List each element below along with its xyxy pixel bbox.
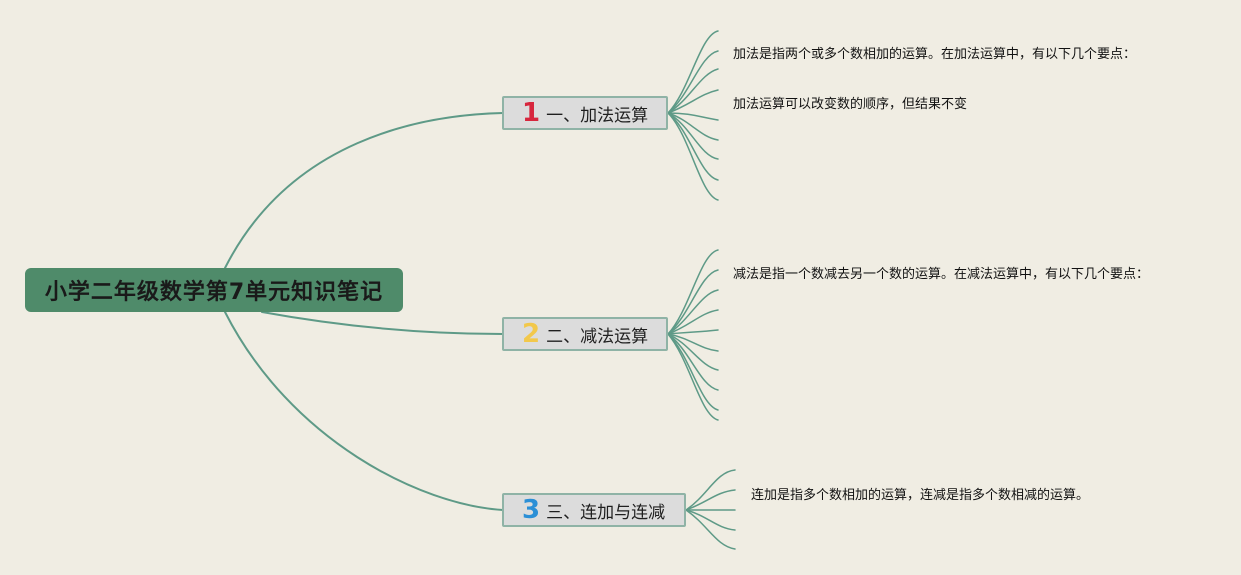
- topic-addition[interactable]: 1 一、加法运算: [502, 96, 668, 130]
- topic-number-1: 1: [522, 98, 541, 128]
- root-topic[interactable]: 小学二年级数学第7单元知识笔记: [25, 268, 403, 312]
- topic-label: 二、减法运算: [546, 326, 649, 347]
- topic-number-2: 2: [522, 319, 541, 349]
- leaf-addition-commutative[interactable]: 加法运算可以改变数的顺序，但结果不变: [733, 97, 968, 112]
- topic-mixed[interactable]: 3 三、连加与连减: [502, 493, 686, 527]
- topic-subtraction[interactable]: 2 二、减法运算: [502, 317, 668, 351]
- root-title: 小学二年级数学第7单元知识笔记: [44, 280, 384, 305]
- leaf-subtraction-definition[interactable]: 减法是指一个数减去另一个数的运算。在减法运算中，有以下几个要点：: [733, 267, 1150, 282]
- connector-root-topic-3: [224, 311, 504, 511]
- topic-label: 一、加法运算: [546, 105, 649, 126]
- leaf-addition-definition[interactable]: 加法是指两个或多个数相加的运算。在加法运算中，有以下几个要点：: [733, 47, 1137, 62]
- topic-number-3: 3: [522, 495, 541, 525]
- leaf-mixed-definition[interactable]: 连加是指多个数相加的运算，连减是指多个数相减的运算。: [751, 488, 1090, 503]
- topic-label: 三、连加与连减: [546, 502, 666, 523]
- connector-root-topic-1: [224, 112, 504, 269]
- connector-root-topic-2: [261, 311, 504, 335]
